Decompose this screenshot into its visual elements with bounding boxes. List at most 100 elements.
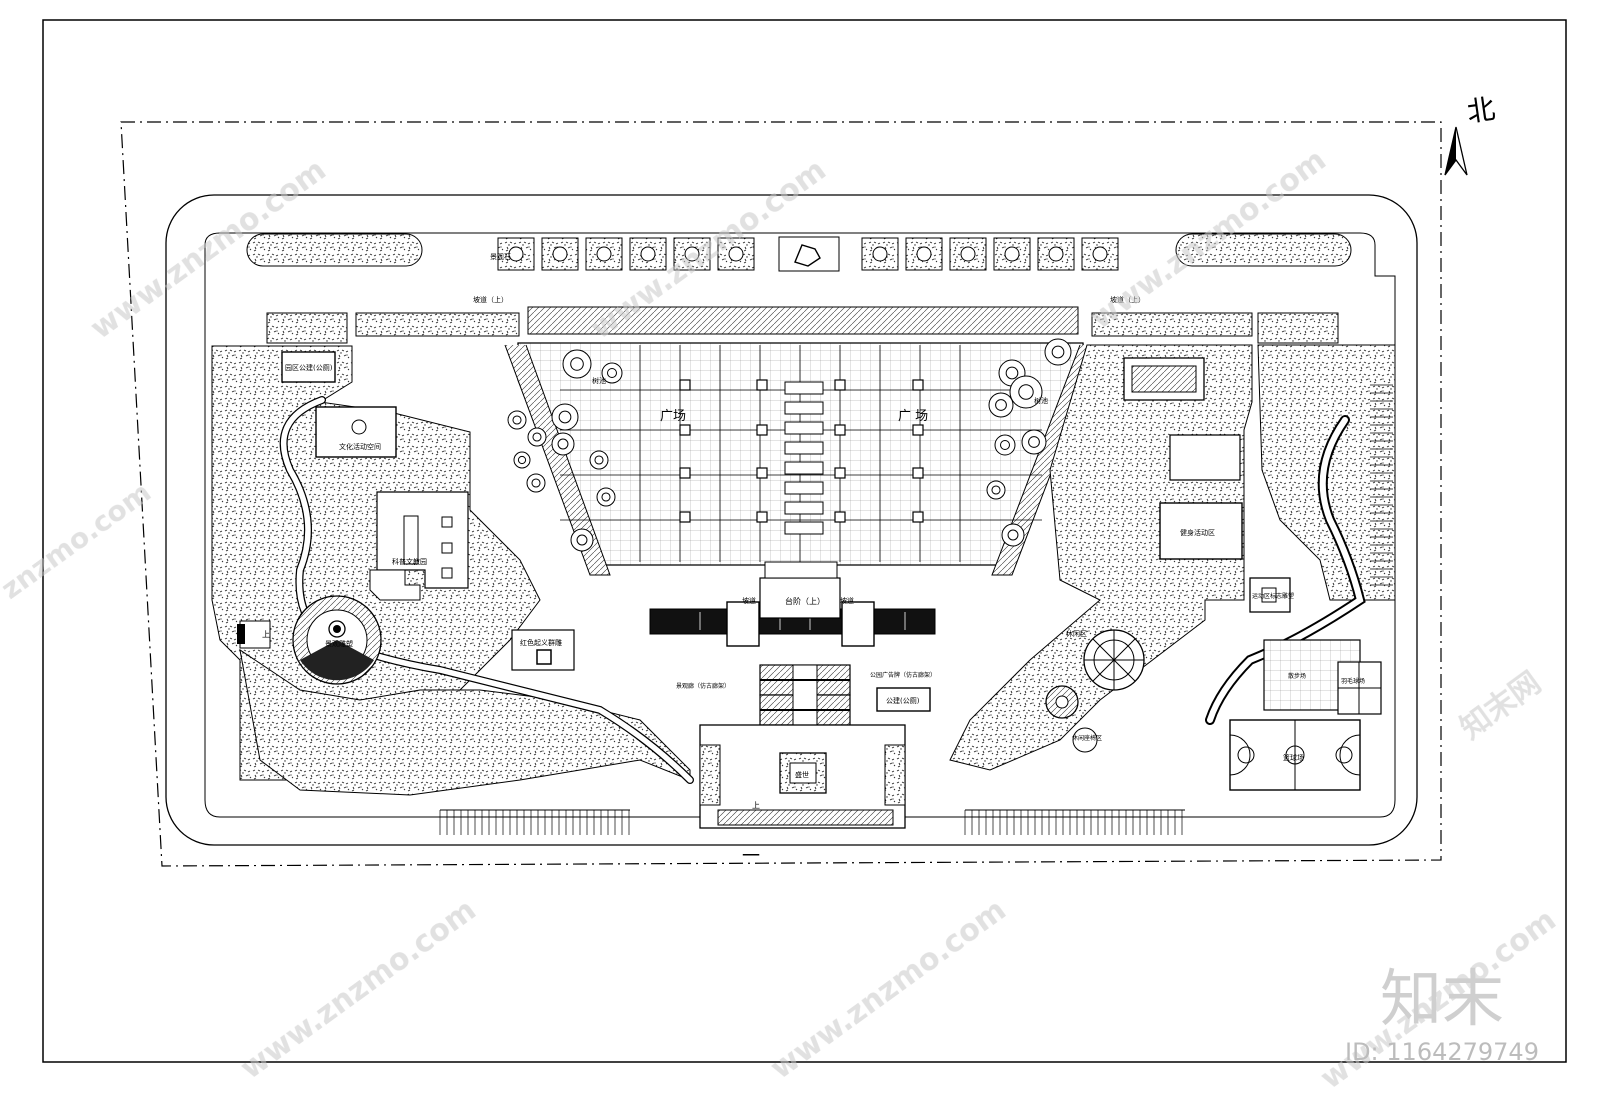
feature-stone-icon (778, 236, 840, 272)
science-garden-cube (441, 516, 453, 528)
lamp-icon (756, 424, 768, 436)
label-park-building: 园区公建(公厕) (285, 363, 333, 372)
label-culture-corridor: 文化活动空间 (339, 442, 381, 451)
tree-pool-icon (995, 399, 1007, 411)
prosperity-plinth (789, 762, 817, 784)
tree-pool-icon (1044, 338, 1072, 366)
plaza-central-strips (784, 381, 824, 535)
lamp-icon (912, 379, 924, 391)
tree-pool-icon (570, 357, 584, 371)
west-garden-south (239, 648, 691, 796)
plaza-strip (784, 401, 824, 415)
label-red-sculpture: 红色起义群雕 (520, 638, 562, 647)
tree-pool-icon (557, 438, 569, 450)
tree-pool-icon (991, 485, 1001, 495)
lamp-icon (912, 424, 924, 436)
plaza-strip (784, 461, 824, 475)
west-entrance-gate (237, 624, 245, 644)
pier-left (726, 601, 760, 647)
plaza-strip (784, 521, 824, 535)
central-landing (759, 577, 841, 619)
label-up-south: 上 (752, 801, 760, 810)
tree-pool-icon (531, 478, 541, 488)
tree-pool-icon (596, 487, 616, 507)
tree-pool-icon (994, 434, 1016, 456)
tree-pool-icon (1007, 529, 1019, 541)
tree-pool-icon (1028, 436, 1040, 448)
park-building (281, 351, 336, 383)
science-garden-block (403, 515, 419, 565)
label-prosperity: 盛世 (795, 770, 809, 779)
tree-pool-icon (532, 432, 542, 442)
top-planter-right (1175, 233, 1352, 267)
bottom-mark: 一 (742, 846, 760, 867)
tree-pool-icon (986, 480, 1006, 500)
culture-pavilion-icon (351, 419, 367, 435)
approach-center (792, 664, 818, 726)
tree-pool-icons (507, 338, 1085, 552)
brand-id: ID: 1164279749 (1345, 1038, 1539, 1066)
tree-pool-icon (601, 492, 611, 502)
tree-pool-icon (517, 455, 527, 465)
pier-right (841, 601, 875, 647)
tree-pool-icon (576, 534, 588, 546)
label-science-garden: 科普文教园 (392, 557, 427, 566)
tree-pool-icon (551, 432, 575, 456)
drawing-frame (42, 19, 1567, 1063)
lamp-icon (912, 511, 924, 523)
lamp-icon (834, 424, 846, 436)
lamp-icon (679, 424, 691, 436)
label-rest-area: 休闲区 (1066, 629, 1087, 638)
sculpture-plaza (292, 595, 382, 685)
tree-icon (872, 246, 888, 262)
tree-icon (1048, 246, 1064, 262)
plaza-diagonal-left (504, 344, 611, 576)
label-leisure-seating: 休闲座椅区 (1072, 734, 1102, 742)
tree-pool-icon (1018, 384, 1034, 400)
lamp-icon (679, 467, 691, 479)
corner-planter-right (1257, 312, 1339, 344)
watermark-site-short: znzmo.com (0, 475, 157, 605)
tree-pool-icon (507, 410, 527, 430)
label-basketball: 篮球场 (1283, 753, 1304, 762)
tree-pool-icon (607, 368, 617, 378)
small-pavilion (1045, 685, 1079, 719)
tree-pool-icon (1009, 375, 1043, 409)
label-ramp-left: 坡道 (742, 596, 756, 605)
east-oval-path (1169, 434, 1241, 481)
label-ramp-right: 坡道 (840, 596, 854, 605)
leisure-circle (1083, 629, 1145, 691)
plaza-strip (784, 501, 824, 515)
label-fitness: 健身活动区 (1180, 528, 1215, 537)
tree-icon (596, 246, 612, 262)
site-outline (165, 194, 1418, 846)
corner-planter-left (266, 312, 348, 344)
inner-road (204, 232, 1396, 818)
lamp-icon (679, 511, 691, 523)
lamp-icon (834, 379, 846, 391)
label-slope-left: 坡道（上） (473, 295, 508, 304)
label-up-west: 上 (262, 630, 270, 639)
label-scenic-wall: 景观石 (490, 253, 511, 261)
science-garden-cube (441, 567, 453, 579)
label-corridor-left: 景观廊（仿古廊架） (676, 682, 730, 690)
lamp-icon (679, 379, 691, 391)
label-tree-pool-left: 树池 (592, 376, 606, 385)
tree-pool-icon (1021, 429, 1047, 455)
watermark-site: www.znzmo.com (234, 893, 483, 1087)
label-badminton: 羽毛球场 (1341, 677, 1365, 685)
east-stream-inner (1207, 417, 1364, 723)
label-plaza-left: 广场 (660, 409, 686, 424)
tree-icon (960, 246, 976, 262)
park-wc (876, 687, 931, 712)
lamp-icon (756, 467, 768, 479)
east-small-plaza (1072, 727, 1098, 753)
approach-rails (760, 679, 850, 711)
plaza-strip (784, 481, 824, 495)
north-arrow-icon (1444, 126, 1468, 176)
tree-pool-icon (1005, 366, 1019, 380)
tree-pool-icon (1000, 440, 1010, 450)
basketball-court-lines (1229, 720, 1361, 790)
label-steps: 台阶（上） (785, 596, 825, 606)
